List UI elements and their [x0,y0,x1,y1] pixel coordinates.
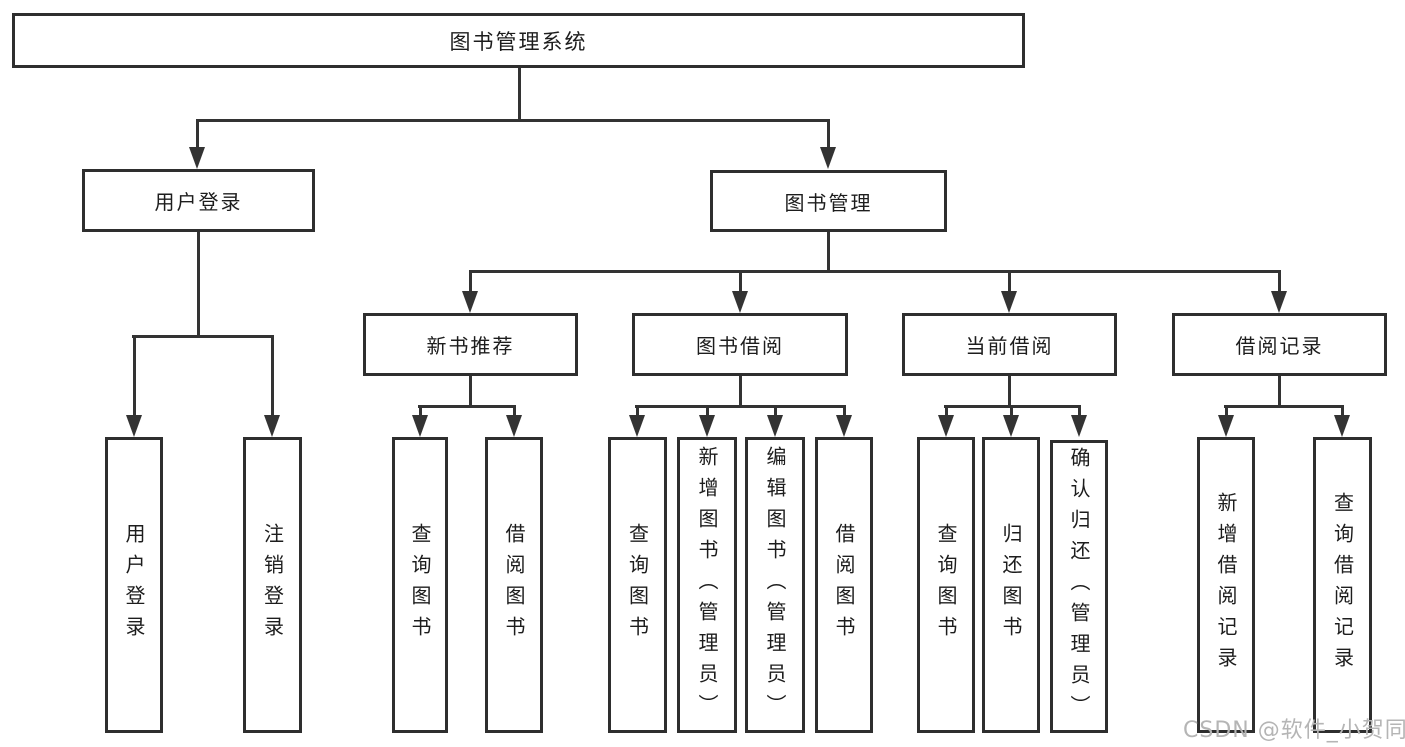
connector-stem [827,232,830,273]
arrow-down-icon [1003,415,1019,437]
connector-stem [513,405,516,417]
connector-stem [1008,376,1011,408]
leaf-user-login: 用户登录 [105,437,163,733]
arrow-down-icon [629,415,645,437]
arrow-down-icon [189,147,205,169]
connector-stem [1225,405,1228,417]
arrow-down-icon [412,415,428,437]
arrow-down-icon [126,415,142,437]
arrow-down-icon [1001,291,1017,313]
leaf-query-books-current: 查询图书 [917,437,975,733]
arrow-down-icon [1271,291,1287,313]
connector-stem [419,405,422,417]
node-book-borrow: 图书借阅 [632,313,848,376]
connector-root-stem [518,68,521,121]
leaf-borrow-books-recommend: 借阅图书 [485,437,543,733]
leaf-borrow-books: 借阅图书 [815,437,873,733]
connector-rail [132,335,274,338]
connector-stem [1341,405,1344,417]
node-borrow-record: 借阅记录 [1172,313,1387,376]
connector-rail [635,405,846,408]
node-library-management-system: 图书管理系统 [12,13,1025,68]
arrow-down-icon [836,415,852,437]
leaf-query-books-recommend: 查询图书 [392,437,448,733]
leaf-query-borrow-record: 查询借阅记录 [1313,437,1372,733]
arrow-down-icon [732,291,748,313]
connector-stem [197,232,200,337]
leaf-return-books: 归还图书 [982,437,1040,733]
connector-stem [1078,405,1081,417]
arrow-down-icon [1218,415,1234,437]
node-new-book-recommend: 新书推荐 [363,313,578,376]
arrow-down-icon [820,147,836,169]
connector-stem [739,376,742,408]
connector-stem [774,405,777,417]
connector-stem [636,405,639,417]
arrow-down-icon [767,415,783,437]
connector-stem [739,270,742,293]
arrow-down-icon [1071,415,1087,437]
connector-rail [418,405,516,408]
connector-stem [1278,270,1281,293]
arrow-down-icon [699,415,715,437]
connector-level3-rail [469,270,1281,273]
leaf-logout: 注销登录 [243,437,302,733]
connector-stem [827,119,830,149]
arrow-down-icon [264,415,280,437]
connector-stem [271,335,274,417]
connector-stem [1278,376,1281,408]
connector-stem [945,405,948,417]
connector-stem [469,376,472,408]
connector-rail [1224,405,1344,408]
node-book-management: 图书管理 [710,170,947,232]
connector-stem [843,405,846,417]
connector-stem [706,405,709,417]
watermark: CSDN @软件_小贺同学 [1183,718,1405,743]
leaf-edit-books-admin: 编辑图书（管理员） [745,437,805,733]
arrow-down-icon [462,291,478,313]
connector-stem [196,119,199,149]
connector-level2-rail [197,119,830,122]
connector-stem [133,335,136,417]
arrow-down-icon [1334,415,1350,437]
connector-stem [1010,405,1013,417]
arrow-down-icon [938,415,954,437]
leaf-confirm-return-admin: 确认归还（管理员） [1050,440,1108,733]
arrow-down-icon [506,415,522,437]
leaf-query-books-borrow: 查询图书 [608,437,667,733]
connector-stem [469,270,472,293]
node-current-borrow: 当前借阅 [902,313,1117,376]
leaf-add-borrow-record: 新增借阅记录 [1197,437,1255,733]
leaf-add-books-admin: 新增图书（管理员） [677,437,737,733]
node-user-login: 用户登录 [82,169,315,232]
connector-stem [1008,270,1011,293]
